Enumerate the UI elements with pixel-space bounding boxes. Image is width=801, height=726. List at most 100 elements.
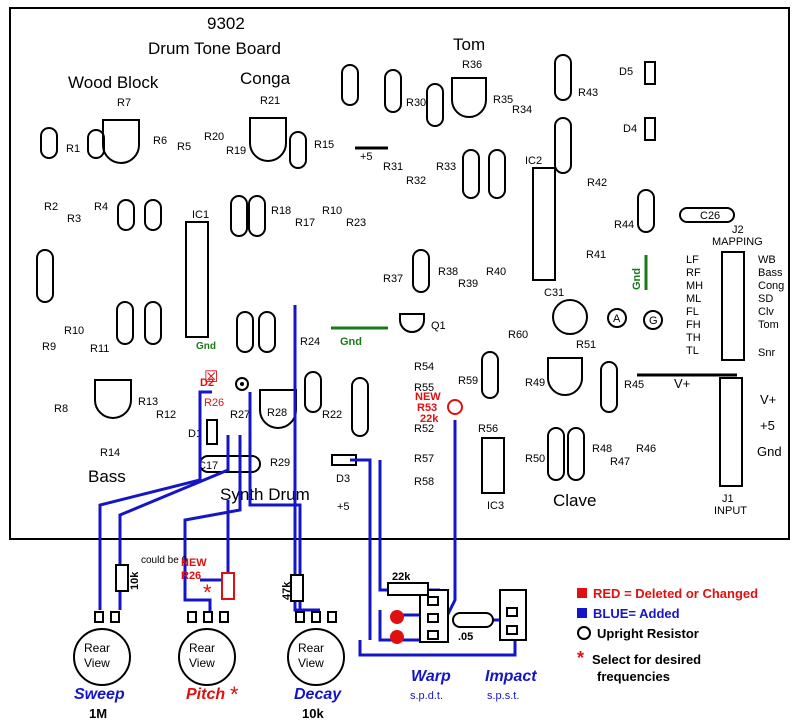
svg-text:R13: R13	[138, 396, 158, 408]
section-bass: Bass	[88, 467, 126, 486]
pot-decay-face1: Rear	[298, 641, 324, 655]
svg-text:R55: R55	[414, 382, 434, 394]
svg-text:R48: R48	[592, 443, 612, 455]
legend-select-text2: frequencies	[597, 669, 670, 684]
upright-resistor-dot	[240, 382, 244, 386]
ic1-label: IC1	[192, 209, 209, 221]
switch-warp-type: s.p.d.t.	[410, 690, 444, 702]
svg-text:R49: R49	[525, 377, 545, 389]
legend-blue-text: BLUE	[593, 606, 629, 621]
r26-old-label: R26	[204, 397, 224, 409]
svg-text:FH: FH	[686, 319, 701, 331]
svg-text:R34: R34	[512, 104, 532, 116]
svg-text:R17: R17	[295, 217, 315, 229]
mapping-left-labels: LF RF MH ML FL FH TH TL	[686, 254, 703, 357]
svg-text:R22: R22	[322, 409, 342, 421]
ic2-label: IC2	[525, 155, 542, 167]
svg-text:R8: R8	[54, 403, 68, 415]
svg-text:R23: R23	[346, 217, 366, 229]
j1-connector	[719, 377, 743, 487]
pot-decay-face2: View	[298, 656, 324, 670]
pot-pitch-name: Pitch	[186, 686, 226, 703]
section-tom: Tom	[453, 35, 485, 54]
resistor-22k-switch	[387, 582, 429, 596]
svg-text:R29: R29	[270, 457, 290, 469]
switch-warp-name: Warp	[411, 668, 451, 685]
svg-text:TL: TL	[686, 345, 699, 357]
svg-text:R14: R14	[100, 447, 120, 459]
new-r26-resistor	[221, 572, 235, 600]
legend-blue-swatch	[577, 608, 587, 618]
svg-text:R50: R50	[525, 453, 545, 465]
svg-text:+5: +5	[760, 418, 775, 433]
svg-text:R56: R56	[478, 423, 498, 435]
pot-pitch	[178, 611, 236, 686]
svg-text:Q1: Q1	[431, 320, 446, 332]
pot-sweep-value: 1M	[89, 706, 108, 721]
warp-lug-3	[427, 630, 439, 640]
svg-text:WB: WB	[758, 254, 776, 266]
gnd-label-right: Gnd	[631, 268, 643, 290]
svg-text:R24: R24	[300, 336, 320, 348]
select-asterisk-pitch: *	[230, 682, 239, 707]
legend-blue-row: BLUE= Added	[577, 606, 787, 626]
gnd-label-d2: Gnd	[196, 341, 216, 352]
svg-text:R18: R18	[271, 205, 291, 217]
svg-text:C17: C17	[198, 460, 218, 472]
gnd-label-main: Gnd	[340, 336, 362, 348]
svg-text:Tom: Tom	[758, 319, 779, 331]
svg-text:R10: R10	[64, 325, 84, 337]
svg-text:R51: R51	[576, 339, 596, 351]
svg-text:R28: R28	[267, 407, 287, 419]
j2-label: J2	[732, 224, 744, 236]
warp-lug-1	[427, 596, 439, 606]
svg-text:R52: R52	[414, 423, 434, 435]
svg-text:Bass: Bass	[758, 267, 783, 279]
warp-red-resistor-2	[390, 630, 404, 644]
d4	[644, 117, 656, 141]
svg-text:R10: R10	[322, 205, 342, 217]
svg-text:FL: FL	[686, 306, 699, 318]
svg-text:R33: R33	[436, 161, 456, 173]
j2-sublabel: MAPPING	[712, 236, 763, 248]
r22k-value: 22k	[392, 571, 411, 583]
warp-red-resistor-1	[390, 610, 404, 624]
pot-sweep-name: Sweep	[74, 686, 125, 703]
section-synth-drum: Synth Drum	[220, 485, 310, 504]
svg-text:Gnd: Gnd	[757, 444, 782, 459]
svg-text:R9: R9	[42, 341, 56, 353]
pot-pitch-face1: Rear	[189, 641, 215, 655]
vplus-label: V+	[674, 376, 690, 391]
svg-text:R35: R35	[493, 94, 513, 106]
svg-text:R38: R38	[438, 266, 458, 278]
c31-electrolytic	[552, 299, 588, 335]
svg-text:SD: SD	[758, 293, 773, 305]
svg-text:R12: R12	[156, 409, 176, 421]
ic3-label: IC3	[487, 500, 504, 512]
upright-resistor-icon	[577, 626, 591, 640]
d2-deleted-mark: ☒	[204, 369, 218, 386]
section-clave: Clave	[553, 491, 596, 510]
impact-lug-2	[506, 625, 518, 635]
svg-text:RF: RF	[686, 267, 701, 279]
pot-decay-name: Decay	[294, 686, 342, 703]
svg-text:Cong: Cong	[758, 280, 784, 292]
legend-select-row: *Select for desired frequencies	[577, 648, 787, 684]
pot-decay	[287, 611, 345, 686]
mapping-right-labels: WB Bass Cong SD Clv Tom Snr	[758, 254, 784, 359]
svg-text:R46: R46	[636, 443, 656, 455]
resistor-47k	[290, 574, 304, 602]
board-outline	[9, 7, 790, 540]
added-wiring	[98, 305, 517, 657]
warp-lug-2	[427, 613, 439, 623]
pot-sweep	[73, 611, 131, 686]
d4-label: D4	[623, 123, 637, 135]
j2-connector	[721, 251, 745, 361]
svg-text:R21: R21	[260, 95, 280, 107]
svg-text:R60: R60	[508, 329, 528, 341]
svg-text:R2: R2	[44, 201, 58, 213]
pad-g	[643, 310, 663, 330]
legend-select-text: Select for desired	[592, 652, 702, 667]
resistor-10k	[115, 564, 129, 592]
